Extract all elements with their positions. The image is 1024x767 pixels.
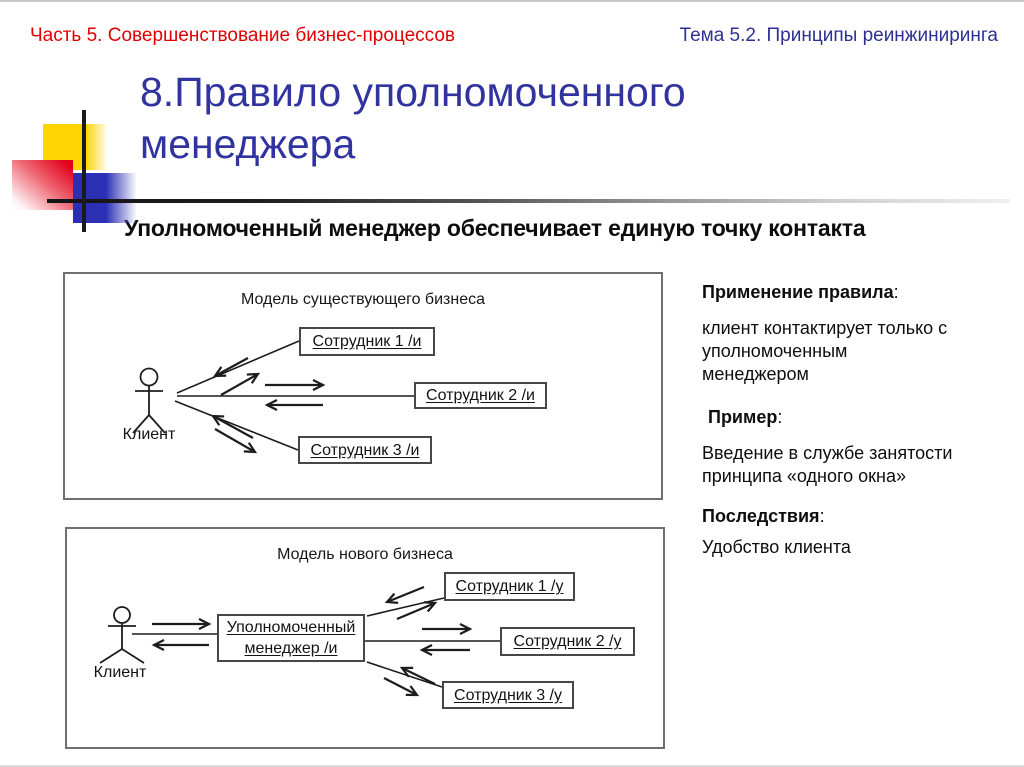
decor-vertical-rule (82, 110, 86, 232)
diagram-existing-canvas (132, 340, 414, 454)
diagram-new-title: Модель нового бизнеса (277, 546, 453, 563)
employee-3-box: Сотрудник 3 /и (298, 436, 432, 464)
decor-horizontal-rule (47, 199, 1010, 203)
consequences-text: Удобство клиента (702, 537, 851, 557)
slide-subtitle: Уполномоченный менеджер обеспечивает еди… (124, 215, 866, 241)
diagram-new-business: Модель нового бизнеса Уполномоченный мен… (65, 527, 665, 749)
message-arrows (151, 585, 473, 697)
application-text: клиент контактирует только с уполномочен… (702, 318, 948, 384)
client-actor-label: Клиент (122, 426, 176, 443)
slide-title: 8.Правило уполномоченного менеджера (140, 69, 686, 167)
authorized-manager-box: Уполномоченный менеджер /и (217, 614, 365, 662)
header-part-label: Часть 5. Совершенствование бизнес-процес… (30, 25, 456, 46)
consequences-heading: Последствия: (702, 506, 825, 526)
application-heading: Применение правила: (702, 282, 899, 302)
message-arrows (210, 357, 326, 454)
diagram-new-canvas (99, 585, 500, 697)
example-text: Введение в службе занятости принципа «од… (702, 443, 953, 486)
example-heading: Пример: (708, 407, 783, 427)
client-actor-icon (99, 606, 145, 664)
client-actor-label: Клиент (93, 664, 147, 681)
notes-column: Применение правила: клиент контактирует … (702, 280, 1002, 559)
employee-1-box: Сотрудник 1 /и (299, 327, 435, 356)
connection-lines (174, 340, 414, 451)
employee-2-box: Сотрудник 2 /и (414, 382, 547, 409)
client-actor-icon (132, 367, 166, 434)
employee-1-box: Сотрудник 1 /у (444, 572, 575, 601)
diagram-existing-business: Модель существующего бизнеса Сотрудник 1… (63, 272, 663, 500)
employee-2-box: Сотрудник 2 /у (500, 627, 635, 656)
header-topic-label: Тема 5.2. Принципы реинжиниринга (679, 25, 998, 46)
employee-3-box: Сотрудник 3 /у (442, 681, 574, 709)
diagram-existing-title: Модель существующего бизнеса (240, 291, 485, 308)
